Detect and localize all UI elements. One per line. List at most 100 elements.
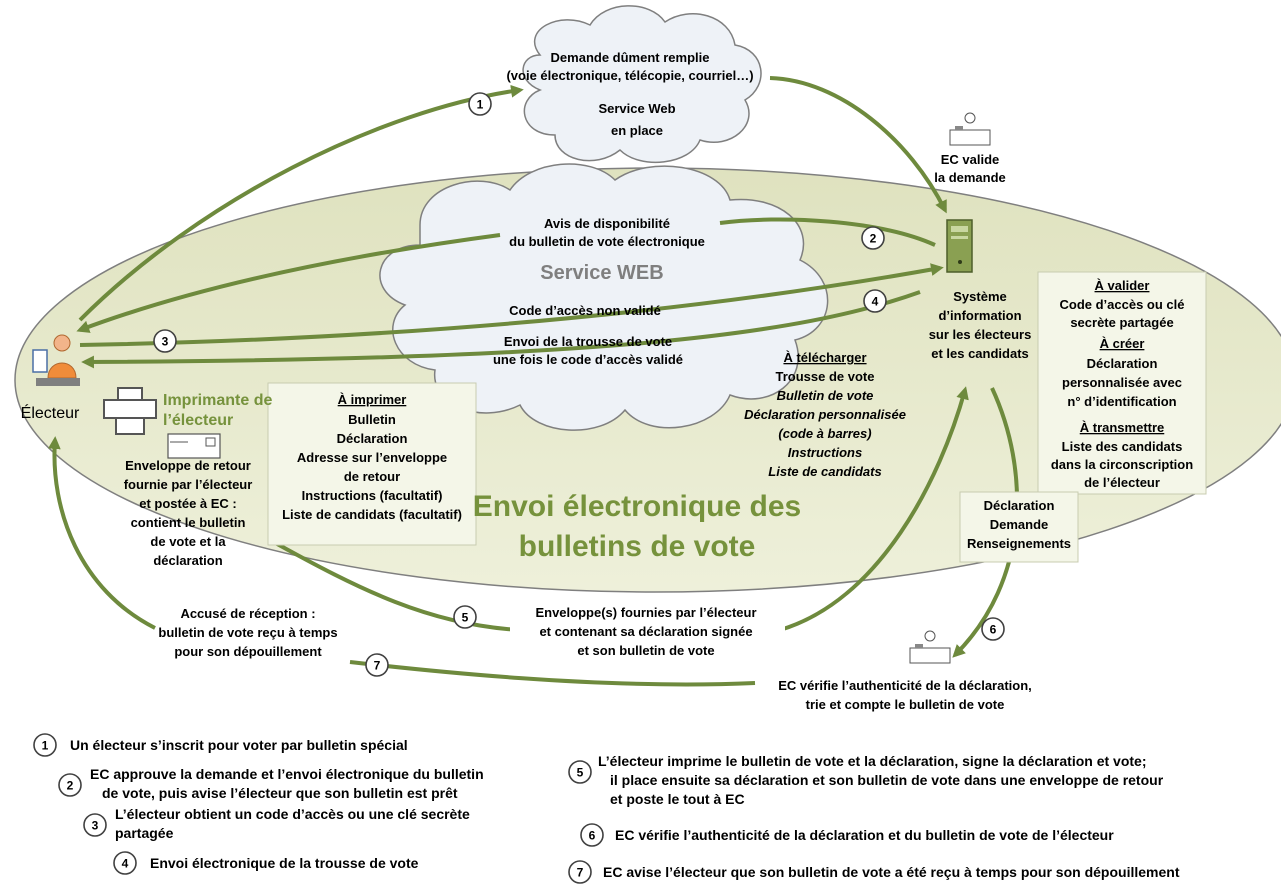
legend-badge-6-label: 6 [589, 829, 596, 843]
enveloppes-fournies-text-line-2: et contenant sa déclaration signée [539, 624, 752, 639]
a-telecharger-item-line-6: Liste de candidats [768, 464, 881, 479]
legend-item-4-line-1: Envoi électronique de la trousse de vote [150, 855, 419, 871]
enveloppes-fournies-text-line-1: Enveloppe(s) fournies par l’électeur [535, 605, 756, 620]
right-l1-line-1: Code d’accès ou clé [1060, 297, 1185, 312]
legend-item-6-line-1: EC vérifie l’authenticité de la déclarat… [615, 827, 1114, 843]
step-badge-5-label: 5 [462, 611, 469, 625]
step-badge-4 [863, 289, 887, 313]
legend-item-5-line-1: L’électeur imprime le bulletin de vote e… [598, 753, 1147, 769]
legend-item-5-line-3: et poste le tout à EC [610, 791, 745, 807]
arrow-enveloppe-5 [269, 538, 521, 632]
right-h2: À créer [1100, 336, 1145, 351]
arrow-enveloppe-to-system [779, 386, 969, 632]
arrow-avis-to-electeur [76, 233, 501, 333]
printer-icon [103, 387, 157, 435]
envoi-text-line-2: une fois le code d’accès validé [493, 352, 683, 367]
envoi-text-line-1: Envoi de la trousse de vote [504, 334, 672, 349]
a-telecharger-item-line-2: Bulletin de vote [777, 388, 874, 403]
enveloppes-bg [510, 600, 785, 658]
legend-item-5-line-2: il place ensuite sa déclaration et son b… [610, 772, 1164, 788]
arrow-1-to-cloud [78, 84, 524, 322]
arrow-avis [719, 217, 936, 247]
legend-item-3-line-1: L’électeur obtient un code d’accès ou un… [115, 806, 470, 822]
step-badge-3-label: 3 [162, 335, 169, 349]
right-l3-line-2: dans la circonscription [1051, 457, 1193, 472]
request-text-line-1: Demande dûment remplie [551, 50, 710, 65]
enveloppe-retour-text-line-2: fournie par l’électeur [124, 477, 253, 492]
legend-badge-3-label: 3 [92, 819, 99, 833]
system-text-line-2: d’information [938, 308, 1021, 323]
decl-box-text-line-1: Déclaration [984, 498, 1055, 513]
right-h1: À valider [1095, 278, 1150, 293]
step-badge-6-label: 6 [990, 623, 997, 637]
avis-text-line-1: Avis de disponibilité [544, 216, 670, 231]
legend-item-1-line-1: Un électeur s’inscrit pour voter par bul… [70, 737, 408, 753]
right-info-box [1037, 271, 1207, 495]
server-icon [946, 219, 973, 273]
right-l3-line-3: de l’électeur [1084, 475, 1160, 490]
a-imprimer-item-line-1: Bulletin [348, 412, 396, 427]
step-badge-1 [468, 92, 492, 116]
a-imprimer-item-line-2: Déclaration [337, 431, 408, 446]
top-cloud-title-line-2: en place [611, 123, 663, 138]
ec-verifie-text-line-1: EC vérifie l’authenticité de la déclarat… [778, 678, 1032, 693]
code-invalid-text: Code d’accès non validé [509, 303, 661, 318]
enveloppe-retour-text-line-3: et postée à EC : [139, 496, 237, 511]
operator-icon-2 [909, 630, 951, 664]
right-l1-line-2: secrète partagée [1070, 315, 1173, 330]
legend-item-2-line-1: EC approuve la demande et l’envoi électr… [90, 766, 484, 782]
a-telecharger-item-line-4: (code à barres) [778, 426, 871, 441]
legend-badge-4 [113, 851, 137, 875]
legend-badge-5 [568, 760, 592, 784]
enveloppe-retour-text-line-1: Enveloppe de retour [125, 458, 251, 473]
ellipse-title-line-1: Envoi électronique des [473, 490, 801, 523]
legend-badge-4-label: 4 [122, 857, 129, 871]
electeur-icon [32, 334, 80, 386]
step-badge-6 [981, 617, 1005, 641]
a-imprimer-box [267, 382, 477, 546]
legend-badge-6 [580, 823, 604, 847]
step-badge-7 [365, 653, 389, 677]
enveloppe-retour-text-line-5: de vote et la [150, 534, 226, 549]
ec-verifie-text-line-2: trie et compte le bulletin de vote [806, 697, 1005, 712]
enveloppes-fournies-text-line-3: et son bulletin de vote [577, 643, 714, 658]
accuse-text-line-2: bulletin de vote reçu à temps [158, 625, 337, 640]
a-imprimer-item-line-4: de retour [344, 469, 400, 484]
step-badge-4-label: 4 [872, 295, 879, 309]
legend-badge-2-label: 2 [67, 779, 74, 793]
envelope-icon [167, 433, 221, 459]
step-badge-5 [453, 605, 477, 629]
legend-badge-1 [33, 733, 57, 757]
request-text-line-2: (voie électronique, télécopie, courriel…… [506, 68, 753, 83]
main-cloud [379, 163, 829, 431]
step-badge-2 [861, 226, 885, 250]
printer-label-line-1: Imprimante de [163, 392, 272, 409]
avis-text-line-2: du bulletin de vote électronique [509, 234, 705, 249]
step-badge-7-label: 7 [374, 659, 381, 673]
legend-badge-7 [568, 860, 592, 884]
system-text-line-3: sur les électeurs [929, 327, 1032, 342]
legend-item-2-line-2: de vote, puis avise l’électeur que son b… [102, 785, 458, 801]
system-text-line-4: et les candidats [931, 346, 1029, 361]
a-imprimer-item-line-5: Instructions (facultatif) [302, 488, 443, 503]
legend-badge-2 [58, 773, 82, 797]
legend-item-3-line-2: partagée [115, 825, 174, 841]
ec-valide-text-line-2: la demande [934, 170, 1006, 185]
arrow-7 [349, 660, 756, 687]
accuse-text-line-1: Accusé de réception : [180, 606, 315, 621]
decl-box-text-line-2: Demande [990, 517, 1049, 532]
legend-badge-7-label: 7 [577, 866, 584, 880]
right-l2-line-1: Déclaration [1087, 356, 1158, 371]
legend-badge-3 [83, 813, 107, 837]
top-cloud-title-line-1: Service Web [598, 101, 675, 116]
a-telecharger-item-line-1: Trousse de vote [776, 369, 875, 384]
step-badge-1-label: 1 [477, 98, 484, 112]
ec-valide-text-line-1: EC valide [941, 152, 1000, 167]
enveloppe-retour-text-line-4: contient le bulletin [131, 515, 246, 530]
legend-badge-5-label: 5 [577, 766, 584, 780]
right-l2-line-2: personnalisée avec [1062, 375, 1182, 390]
a-telecharger-item-line-3: Déclaration personnalisée [744, 407, 906, 422]
arrow-accuse-to-electeur [47, 436, 156, 630]
decl-box-text-line-3: Renseignements [967, 536, 1071, 551]
